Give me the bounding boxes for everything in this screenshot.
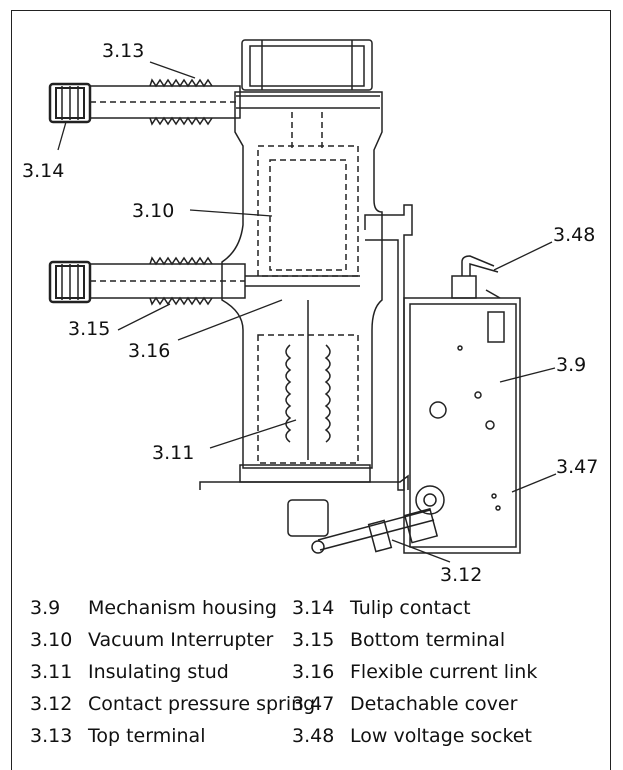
legend-label: Mechanism housing (88, 597, 277, 619)
callout-3-14: 3.14 (22, 160, 65, 182)
legend: 3.9 Mechanism housing 3.14 Tulip contact… (30, 592, 610, 752)
base-plate (199, 464, 409, 490)
mechanism-bracket (364, 204, 413, 491)
legend-number: 3.11 (30, 661, 73, 683)
callout-3-13: 3.13 (102, 40, 145, 62)
legend-label: Insulating stud (88, 661, 229, 683)
legend-number: 3.48 (292, 725, 335, 747)
legend-label: Low voltage socket (350, 725, 532, 747)
legend-number: 3.16 (292, 661, 335, 683)
callout-3-15: 3.15 (68, 318, 111, 340)
pressure-spring-linkage (287, 499, 439, 554)
legend-number: 3.15 (292, 629, 335, 651)
legend-row: 3.12 Contact pressure spring 3.47 Detach… (30, 688, 610, 720)
low-voltage-socket (451, 255, 501, 299)
callout-3-47: 3.47 (556, 456, 599, 478)
callout-3-48: 3.48 (553, 224, 596, 246)
legend-number: 3.9 (30, 597, 61, 619)
top-tulip-contact (48, 82, 92, 124)
legend-number: 3.47 (292, 693, 335, 715)
legend-label: Vacuum Interrupter (88, 629, 274, 651)
legend-number: 3.12 (30, 693, 73, 715)
legend-number: 3.13 (30, 725, 73, 747)
legend-row: 3.11 Insulating stud 3.16 Flexible curre… (30, 656, 610, 688)
legend-label: Tulip contact (350, 597, 471, 619)
legend-label: Top terminal (88, 725, 206, 747)
legend-label: Bottom terminal (350, 629, 506, 651)
callout-3-10: 3.10 (132, 200, 175, 222)
figure-frame (11, 10, 611, 770)
pole-housing (221, 91, 383, 469)
legend-label: Contact pressure spring (88, 693, 316, 715)
leader-lines (57, 61, 557, 563)
callout-3-11: 3.11 (152, 442, 195, 464)
callout-3-9: 3.9 (556, 354, 587, 376)
legend-number: 3.10 (30, 629, 73, 651)
callout-3-16: 3.16 (128, 340, 171, 362)
bottom-terminal-arm (89, 256, 360, 306)
legend-label: Detachable cover (350, 693, 518, 715)
bottom-tulip-contact (48, 260, 92, 304)
callout-3-12: 3.12 (440, 564, 483, 586)
legend-row: 3.10 Vacuum Interrupter 3.15 Bottom term… (30, 624, 610, 656)
legend-row: 3.13 Top terminal 3.48 Low voltage socke… (30, 720, 610, 752)
legend-number: 3.14 (292, 597, 335, 619)
insulating-stud-bellows (285, 344, 331, 443)
top-frame (241, 39, 373, 91)
legend-label: Flexible current link (350, 661, 538, 683)
top-terminal-arm (89, 78, 380, 126)
legend-row: 3.9 Mechanism housing 3.14 Tulip contact (30, 592, 610, 624)
mechanism-housing-box (403, 297, 521, 554)
